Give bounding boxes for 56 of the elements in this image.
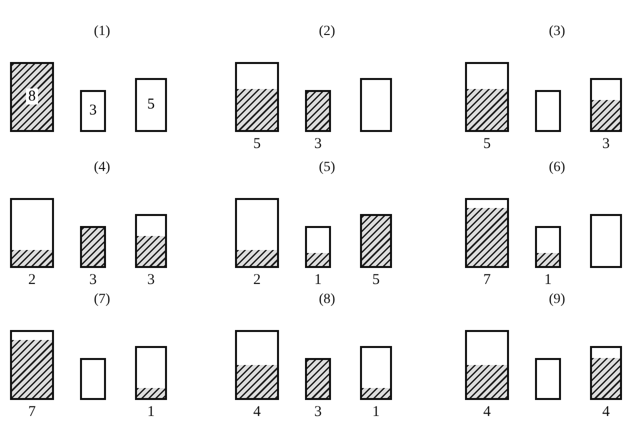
volume-number: 1 bbox=[543, 272, 553, 289]
water-container bbox=[360, 346, 392, 400]
water-container bbox=[535, 226, 561, 268]
volume-number: 4 bbox=[252, 404, 262, 421]
volume-number: 3 bbox=[313, 404, 323, 421]
water-container bbox=[465, 330, 509, 400]
capacity-number: 8 bbox=[26, 88, 38, 104]
water-container bbox=[535, 358, 561, 400]
water-container bbox=[360, 214, 392, 268]
water-container bbox=[305, 90, 331, 132]
volume-number: 4 bbox=[601, 404, 611, 421]
volume-number: 5 bbox=[371, 272, 381, 289]
water-container bbox=[590, 214, 622, 268]
water-container bbox=[590, 346, 622, 400]
water-container bbox=[135, 78, 167, 132]
water-container bbox=[360, 78, 392, 132]
volume-number: 7 bbox=[482, 272, 492, 289]
water-container bbox=[465, 62, 509, 132]
volume-number: 5 bbox=[482, 136, 492, 153]
volume-number: 2 bbox=[252, 272, 262, 289]
volume-number: 1 bbox=[146, 404, 156, 421]
volume-number: 3 bbox=[146, 272, 156, 289]
step-number: (6) bbox=[548, 160, 566, 176]
water-container bbox=[80, 90, 106, 132]
water-container bbox=[10, 330, 54, 400]
step-number: (4) bbox=[92, 160, 112, 176]
step-number: (3) bbox=[548, 24, 566, 40]
volume-number: 4 bbox=[482, 404, 492, 421]
step-number: (9) bbox=[548, 292, 566, 308]
water-container bbox=[305, 226, 331, 268]
step-number: (7) bbox=[92, 292, 112, 308]
step-number: (5) bbox=[318, 160, 336, 176]
step-number: (8) bbox=[318, 292, 336, 308]
water-container bbox=[80, 226, 106, 268]
water-container bbox=[465, 198, 509, 268]
step-number: (1) bbox=[92, 24, 112, 40]
volume-number: 5 bbox=[252, 136, 262, 153]
water-container bbox=[235, 62, 279, 132]
volume-number: 7 bbox=[27, 404, 37, 421]
water-container bbox=[305, 358, 331, 400]
water-container bbox=[535, 90, 561, 132]
volume-number: 1 bbox=[313, 272, 323, 289]
volume-number: 3 bbox=[601, 136, 611, 153]
water-container bbox=[235, 330, 279, 400]
water-container bbox=[135, 214, 167, 268]
volume-number: 1 bbox=[371, 404, 381, 421]
volume-number: 2 bbox=[27, 272, 37, 289]
water-container bbox=[10, 62, 54, 132]
water-container bbox=[10, 198, 54, 268]
water-container bbox=[80, 358, 106, 400]
water-container bbox=[590, 78, 622, 132]
water-container bbox=[135, 346, 167, 400]
volume-number: 3 bbox=[313, 136, 323, 153]
volume-number: 3 bbox=[88, 272, 98, 289]
step-number: (2) bbox=[318, 24, 336, 40]
water-container bbox=[235, 198, 279, 268]
